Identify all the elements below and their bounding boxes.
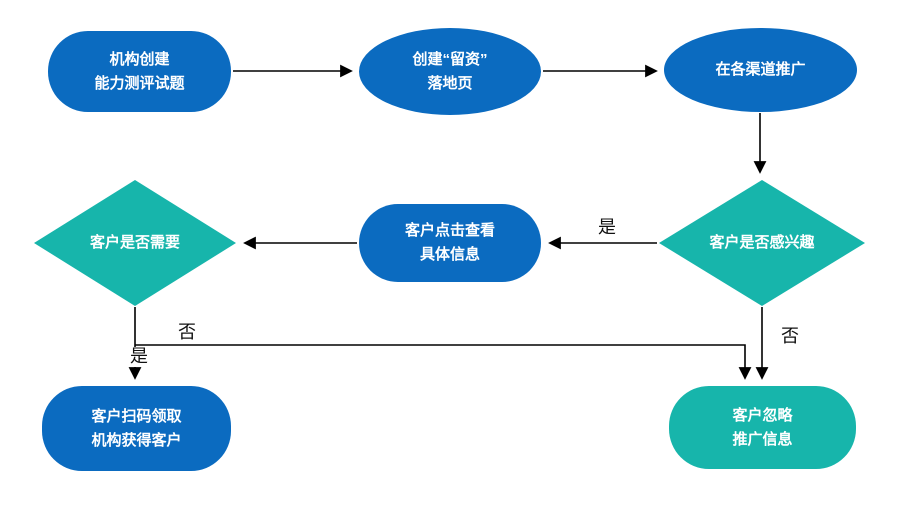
edge-label-need-yes: 是: [128, 346, 150, 367]
node-promote: 在各渠道推广: [664, 28, 857, 112]
node-create-landing: 创建“留资” 落地页: [359, 28, 541, 115]
edge-label-need-no: 否: [176, 322, 198, 343]
node-view-details: 客户点击查看 具体信息: [359, 204, 541, 282]
node-create-test: 机构创建 能力测评试题: [48, 31, 231, 112]
node-ignore: 客户忽略 推广信息: [669, 386, 856, 469]
edge-label-interested-no: 否: [779, 326, 801, 347]
node-scan-code: 客户扫码领取 机构获得客户: [42, 386, 231, 471]
arrow-need-no-to-ignore: [135, 344, 752, 380]
edge-label-interested-yes: 是: [596, 217, 618, 238]
